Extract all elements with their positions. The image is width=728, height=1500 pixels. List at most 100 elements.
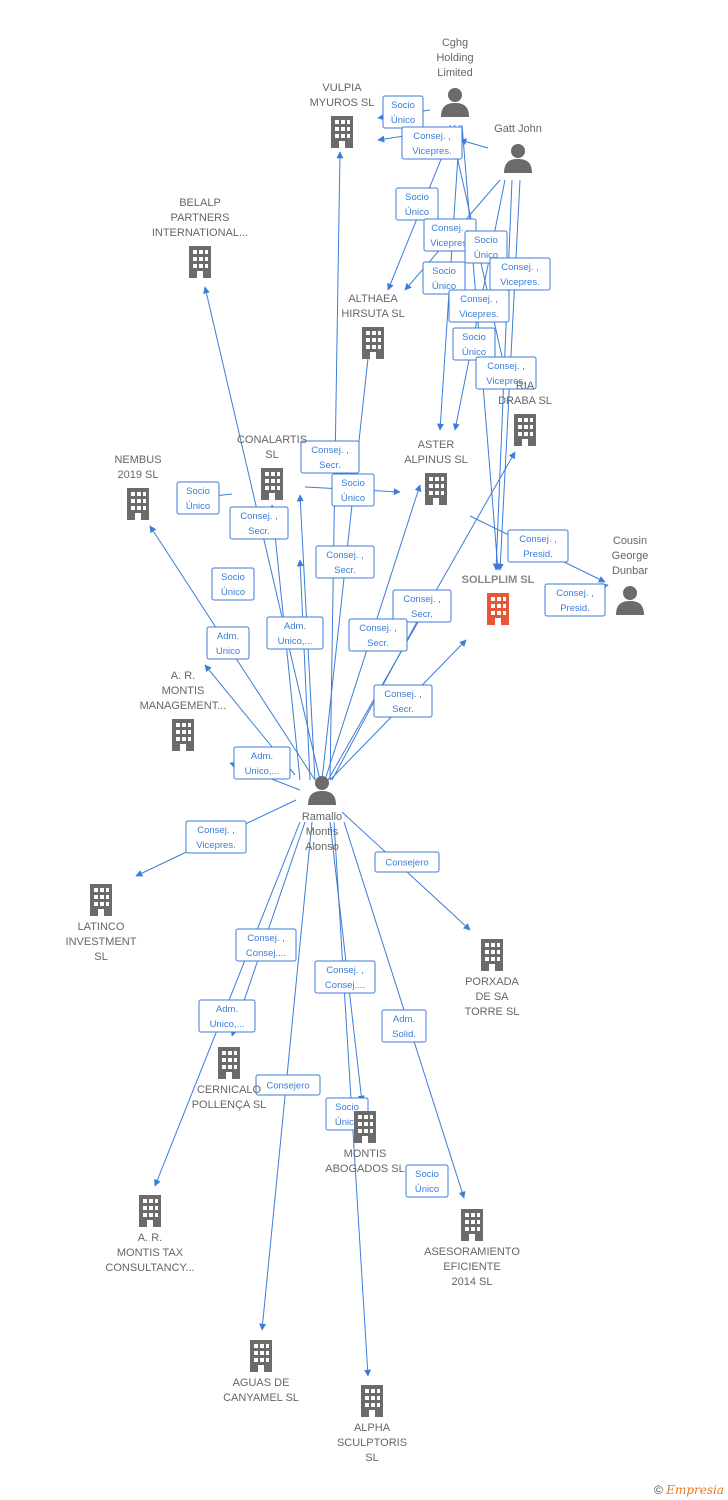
relation-label-text: Consej. , xyxy=(384,689,422,700)
building-icon xyxy=(514,414,536,446)
relation-label-text: Único xyxy=(335,1117,359,1128)
relation-label-text: Socio xyxy=(391,100,415,111)
node-label: Montis xyxy=(306,826,339,838)
relation-label-text: Consej. , xyxy=(197,825,235,836)
relation-label[interactable]: Adm. Solid. xyxy=(381,1009,427,1043)
relation-label-text: Secr. xyxy=(392,704,414,715)
relation-label[interactable]: Consej. ,Vicepres. xyxy=(423,218,477,252)
relation-label[interactable]: Adm.Unico,... xyxy=(198,999,256,1033)
relation-label[interactable]: Consej. ,Vicepres. xyxy=(489,257,551,291)
relation-label[interactable]: Consej. , Secr. xyxy=(392,589,452,623)
node-label: DE SA xyxy=(475,991,509,1003)
company-node[interactable]: SOLLPLIM SL xyxy=(462,574,535,625)
relation-label[interactable]: Consej. ,Secr. xyxy=(229,506,289,540)
building-icon xyxy=(90,884,112,916)
relation-label-text: Único xyxy=(415,1184,439,1195)
relation-label[interactable]: Adm.Unico,... xyxy=(266,616,324,650)
relation-label[interactable]: Consej. ,Secr. xyxy=(315,545,375,579)
node-label: SL xyxy=(365,1452,378,1464)
node-label: A. R. xyxy=(171,670,195,682)
relation-label-text: Secr. xyxy=(367,638,389,649)
node-label: Limited xyxy=(437,67,472,79)
building-icon xyxy=(139,1195,161,1227)
relation-label[interactable]: Adm.Unico xyxy=(206,626,250,660)
node-label: CERNICALO xyxy=(197,1084,262,1096)
relation-label[interactable]: Consej. ,Vicepres. xyxy=(475,356,537,390)
relation-label[interactable]: Consej. ,Vicepres. xyxy=(448,289,510,323)
relation-label-text: Solid. xyxy=(392,1029,416,1040)
company-node[interactable]: BELALPPARTNERSINTERNATIONAL... xyxy=(152,197,248,278)
relation-label[interactable]: Consej. ,Vicepres. xyxy=(401,126,463,160)
person-node[interactable]: Gatt John xyxy=(494,123,542,173)
relation-edge xyxy=(296,559,311,781)
relation-label-text: Adm. xyxy=(393,1014,415,1025)
relation-label-text: Consejero xyxy=(266,1081,309,1092)
building-icon xyxy=(361,1385,383,1417)
relation-label[interactable]: Consej. ,Presid. xyxy=(507,529,569,563)
building-icon xyxy=(481,939,503,971)
relation-label[interactable]: Consej. ,Consej.... xyxy=(235,928,297,962)
node-label: SCULPTORIS xyxy=(337,1437,407,1449)
brand-logo[interactable]: Empresia xyxy=(666,1483,724,1497)
node-label: ABOGADOS SL xyxy=(325,1163,404,1175)
relation-label[interactable]: Consej. ,Vicepres. xyxy=(185,820,247,854)
relation-label[interactable]: Consej. , Secr. xyxy=(373,684,433,718)
node-label: ASESORAMIENTO xyxy=(424,1246,520,1258)
building-icon xyxy=(250,1340,272,1372)
relation-label[interactable]: Consej. ,Secr. xyxy=(348,618,408,652)
relation-label[interactable]: Consej. ,Presid. xyxy=(544,583,606,617)
node-label: Holding xyxy=(436,52,473,64)
relation-label[interactable]: Consejero xyxy=(255,1074,321,1096)
relation-label-text: Consej. , xyxy=(311,445,349,456)
relation-label-text: Adm. xyxy=(216,1004,238,1015)
relation-label[interactable]: Consej. , Secr. xyxy=(300,440,360,474)
relation-label-text: Secr. xyxy=(319,460,341,471)
relation-label[interactable]: Adm.Unico,... xyxy=(233,746,291,780)
building-icon xyxy=(331,116,353,148)
relation-label-text: Secr. xyxy=(248,526,270,537)
node-label: INTERNATIONAL... xyxy=(152,227,248,239)
relation-label-text: Consej. , xyxy=(403,594,441,605)
company-node[interactable]: A. R.MONTIS TAXCONSULTANCY... xyxy=(105,1195,195,1274)
building-icon xyxy=(172,719,194,751)
relation-label[interactable]: Consej. ,Consej.... xyxy=(314,960,376,994)
relation-label-text: Único xyxy=(474,250,498,261)
relation-label-text: Socio xyxy=(221,572,245,583)
relation-label-text: Adm. xyxy=(284,621,306,632)
relation-label-text: Secr. xyxy=(411,609,433,620)
node-label: RIA xyxy=(516,380,535,392)
relation-label-text: Vicepres. xyxy=(486,376,525,387)
node-label: SOLLPLIM SL xyxy=(462,574,535,586)
relation-label[interactable]: Consejero xyxy=(374,851,440,873)
footer-credit: © Empresia xyxy=(654,1483,724,1497)
node-label: MONTIS xyxy=(162,685,205,697)
company-node[interactable]: A. R.MONTISMANAGEMENT... xyxy=(140,670,227,751)
